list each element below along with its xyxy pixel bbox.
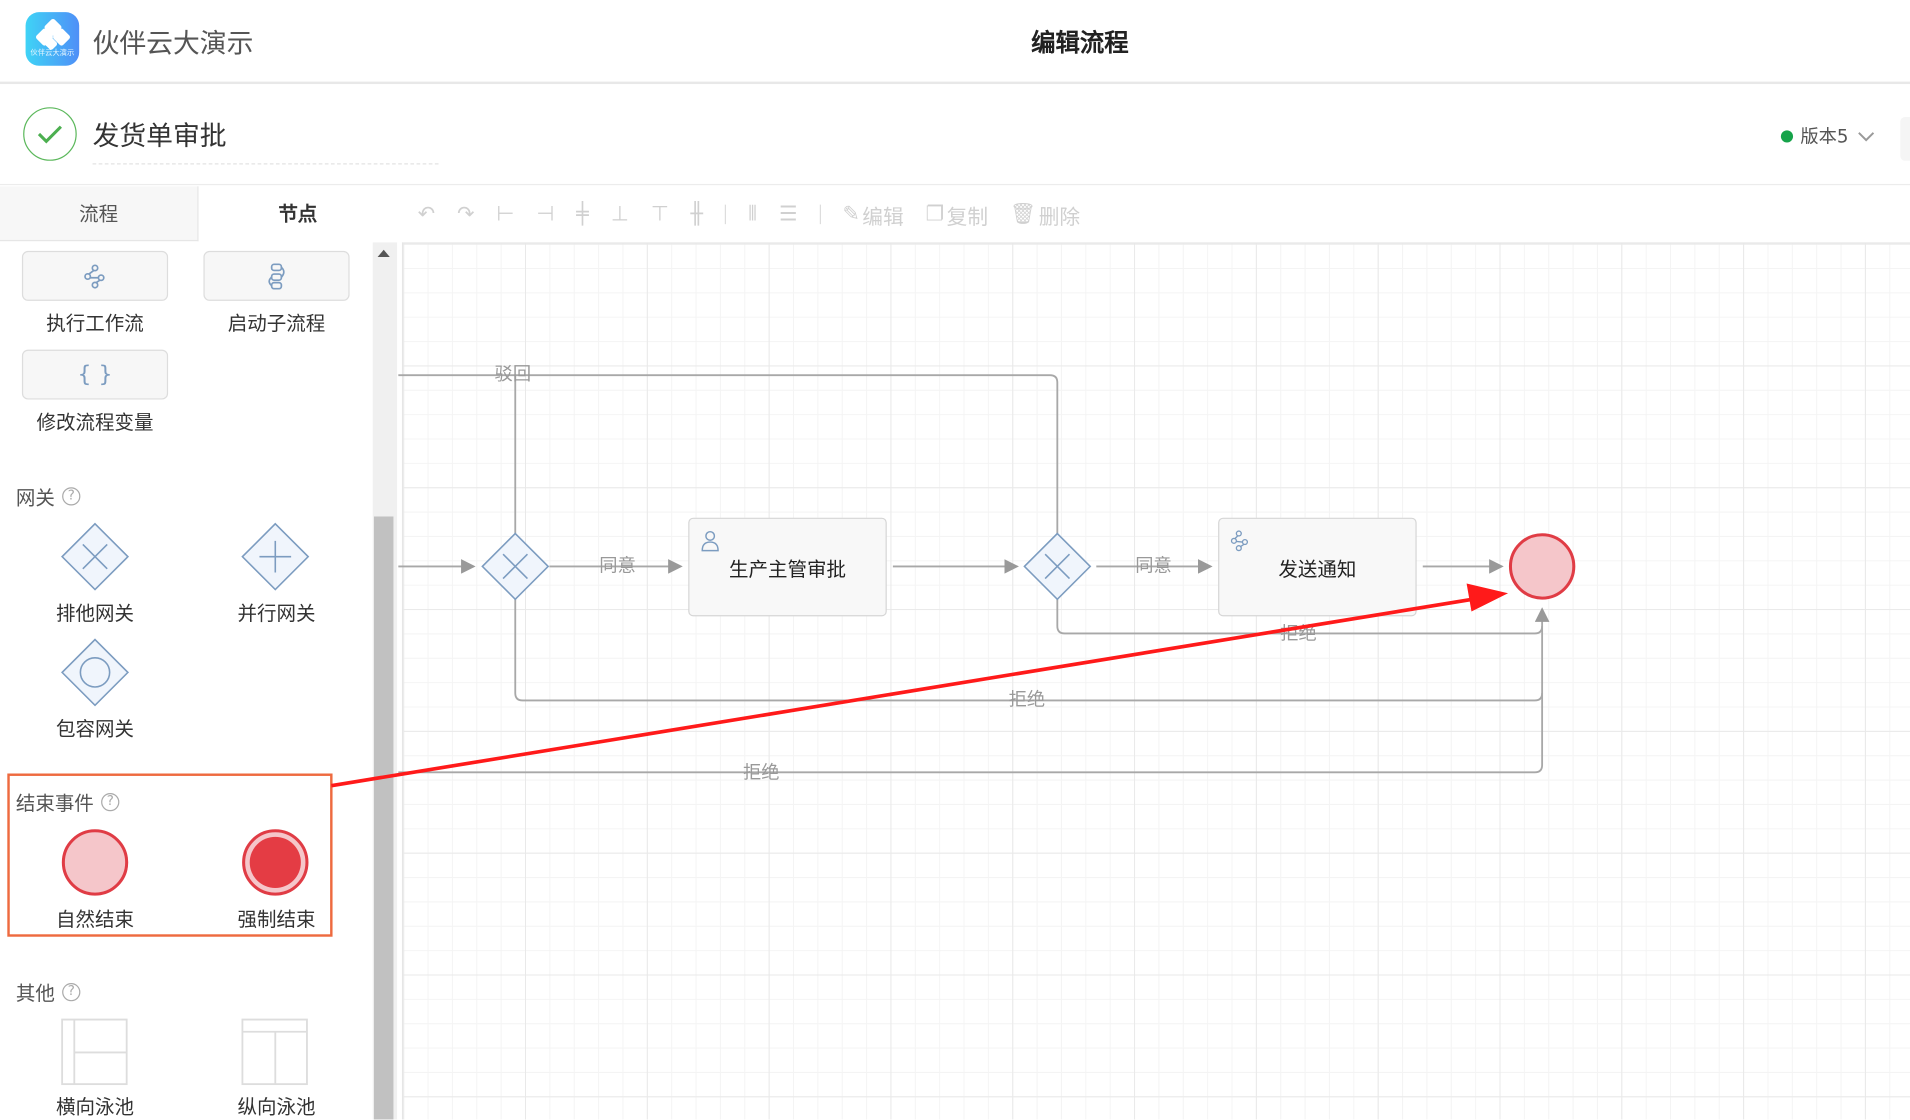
flow-canvas[interactable]	[401, 242, 1910, 1120]
execute-workflow-node[interactable]	[21, 250, 169, 301]
chevron-down-icon	[1857, 131, 1874, 141]
align-right-icon[interactable]: ⊣	[536, 202, 555, 227]
toolbar: ↶ ↷ ⊢ ⊣ ╪ ⊥ ⊤ ╫ ⫴ ☰ ✎编辑 ❐复制 🗑删除	[398, 186, 1910, 242]
app-header: 伙伴云大演示 伙伴云大演示 编辑流程	[0, 0, 1910, 85]
other-section-title: 其他?	[16, 977, 81, 1006]
parallel-gateway-node[interactable]	[240, 521, 311, 592]
edit-button[interactable]: ✎编辑	[842, 199, 903, 229]
scrollbar-thumb[interactable]	[373, 516, 394, 1120]
align-left-icon[interactable]: ⊢	[496, 202, 515, 227]
user-icon	[701, 530, 719, 552]
sidebar-tabs: 流程 节点	[0, 186, 397, 242]
copy-icon: ❐	[925, 202, 945, 227]
copy-label: 复制	[946, 205, 989, 230]
distribute-vertical-icon[interactable]: ☰	[778, 202, 798, 227]
inclusive-gateway-label: 包容网关	[56, 717, 134, 741]
task-label: 生产主管审批	[729, 557, 846, 581]
horizontal-pool-node[interactable]	[61, 1018, 129, 1086]
other-title: 其他	[15, 981, 55, 1005]
delete-button[interactable]: 🗑删除	[1010, 199, 1080, 229]
horizontal-pool-label: 横向泳池	[56, 1095, 134, 1119]
modify-variable-node[interactable]: { }	[21, 349, 169, 400]
app-logo[interactable]: 伙伴云大演示	[25, 12, 80, 66]
divider	[725, 204, 727, 225]
execute-workflow-label: 执行工作流	[46, 311, 144, 335]
align-top-icon[interactable]: ⊤	[650, 202, 669, 227]
natural-end-label: 自然结束	[56, 907, 134, 931]
status-dot	[1780, 129, 1794, 142]
task-node-notify[interactable]: 发送通知	[1218, 517, 1417, 617]
logo-text: 伙伴云大演示	[30, 48, 75, 58]
redo-icon[interactable]: ↷	[457, 202, 475, 227]
modify-variable-label: 修改流程变量	[36, 410, 154, 434]
end-event-title: 结束事件	[15, 791, 94, 815]
task-label: 发送通知	[1278, 557, 1357, 581]
gateway-title: 网关	[15, 486, 55, 510]
start-subprocess-label: 启动子流程	[227, 311, 326, 335]
end-event-section-title: 结束事件?	[16, 787, 120, 816]
exclusive-gateway-node[interactable]	[60, 521, 131, 592]
braces-icon: { }	[77, 361, 113, 388]
align-center-icon[interactable]: ╪	[576, 202, 589, 227]
scroll-up-icon[interactable]	[377, 249, 390, 258]
version-select[interactable]: 版本5	[1780, 123, 1875, 149]
undo-icon[interactable]: ↶	[417, 202, 436, 227]
help-icon[interactable]: ?	[62, 982, 81, 1001]
tab-process[interactable]: 流程	[0, 186, 199, 242]
distribute-horizontal-icon[interactable]: ⫴	[748, 202, 757, 227]
force-end-node[interactable]	[240, 827, 311, 898]
help-icon[interactable]: ?	[101, 792, 120, 811]
annotation-highlight-box	[7, 773, 333, 937]
vertical-pool-label: 纵向泳池	[237, 1095, 316, 1119]
pencil-icon: ✎	[842, 202, 860, 227]
force-end-label: 强制结束	[237, 907, 316, 931]
divider	[819, 204, 821, 225]
parallel-gateway-label: 并行网关	[237, 601, 316, 625]
workflow-icon	[1230, 530, 1249, 552]
process-name-input[interactable]: 发货单审批	[92, 115, 439, 165]
exclusive-gateway-label: 排他网关	[56, 601, 134, 625]
side-panel-toggle[interactable]	[1900, 116, 1910, 161]
subprocess-icon	[268, 262, 285, 289]
task-node-approval[interactable]: 生产主管审批	[688, 517, 887, 617]
gateway-section-title: 网关?	[16, 481, 81, 510]
tab-nodes[interactable]: 节点	[278, 202, 318, 226]
vertical-pool-node[interactable]	[241, 1018, 309, 1086]
inclusive-gateway-node[interactable]	[60, 637, 131, 708]
workflow-icon	[84, 263, 105, 288]
align-middle-icon[interactable]: ╫	[690, 202, 704, 227]
page-title: 编辑流程	[1031, 28, 1129, 58]
version-label: 版本5	[1800, 125, 1849, 148]
process-bar	[0, 85, 1910, 186]
copy-button[interactable]: ❐复制	[926, 199, 988, 229]
delete-label: 删除	[1038, 205, 1081, 230]
trash-icon: 🗑	[1009, 202, 1037, 227]
check-icon	[23, 107, 77, 161]
node-palette: 执行工作流 启动子流程 { } 修改流程变量 网关? 排他网关 并行网关 包容网…	[0, 242, 373, 1119]
app-name: 伙伴云大演示	[92, 29, 254, 60]
edit-label: 编辑	[862, 205, 904, 230]
start-subprocess-node[interactable]	[203, 250, 350, 301]
help-icon[interactable]: ?	[62, 486, 81, 505]
natural-end-node[interactable]	[60, 827, 131, 898]
align-bottom-icon[interactable]: ⊥	[610, 202, 629, 227]
